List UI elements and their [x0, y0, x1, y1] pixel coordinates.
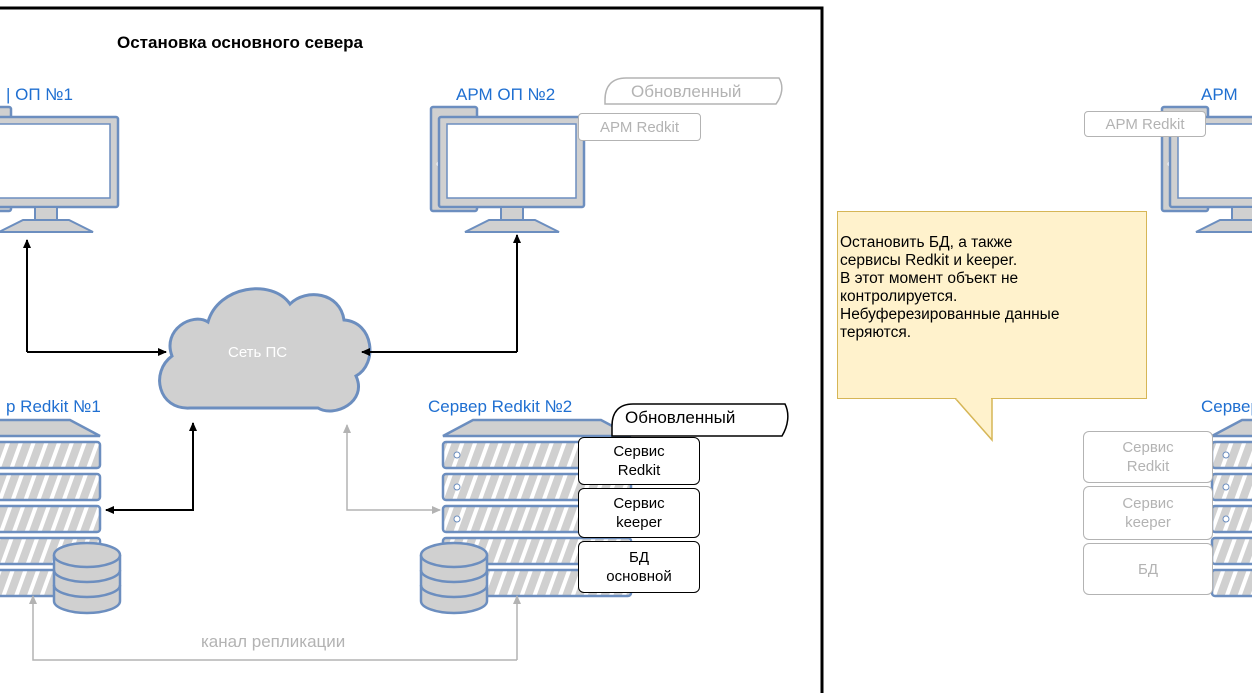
arm3-redkit-tag: АРМ Redkit — [1084, 111, 1206, 137]
stopped-service-keeper-box: Сервис keeper — [1083, 486, 1213, 540]
replication-arrow-server1 — [29, 595, 517, 661]
database-main-box: БД основной — [578, 541, 700, 593]
workstation-1-label: | ОП №1 — [6, 85, 73, 104]
cloud-icon — [158, 287, 372, 413]
workstation-2-label: АРМ ОП №2 — [456, 85, 556, 104]
cloud-label: Сеть ПС — [228, 344, 288, 361]
arm-updated-tag: Обновленный — [631, 82, 742, 101]
note-box — [837, 211, 1147, 399]
link-cloud-server1 — [105, 480, 194, 514]
workstation-3-label: АРМ — [1201, 85, 1238, 104]
server-updated-tag-shape — [611, 403, 789, 437]
replication-label: канал репликации — [201, 632, 346, 651]
stopped-service-redkit-box: Сервис Redkit — [1083, 431, 1213, 483]
note-pointer — [954, 397, 993, 442]
service-redkit-box: Сервис Redkit — [578, 437, 700, 485]
note-text: Остановить БД, а также сервисы Redkit и … — [840, 234, 1060, 341]
server-1-label: р Redkit №1 — [6, 397, 101, 416]
stopped-database-box: БД — [1083, 543, 1213, 595]
diagram-title: Остановка основного севера — [117, 33, 364, 52]
arm-redkit-tag: АРМ Redkit — [578, 113, 701, 141]
server-updated-tag: Обновленный — [625, 408, 736, 427]
server-2-label: Сервер Redkit №2 — [428, 397, 573, 416]
service-keeper-box: Сервис keeper — [578, 488, 700, 538]
server-3-label: Сервер — [1201, 397, 1252, 416]
link-cloud-server2 — [346, 480, 441, 514]
arm-updated-tag-shape — [604, 77, 783, 105]
frame-border — [0, 6, 824, 693]
